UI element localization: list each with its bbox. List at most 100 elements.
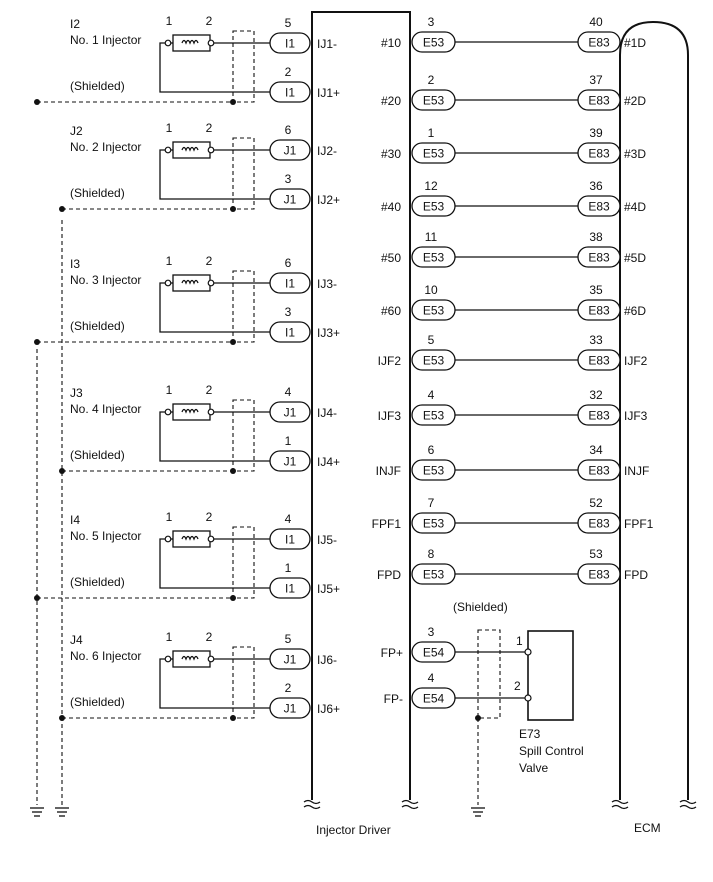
- driver-connector-pin: 11: [425, 230, 438, 244]
- driver-signal-label: IJF2: [378, 354, 402, 368]
- injector-return-wire: [159, 149, 270, 200]
- injector-connector-pin: 1: [285, 561, 292, 575]
- driver-connector-pin: 5: [428, 333, 435, 347]
- ecm-signal-label: FPF1: [624, 517, 654, 531]
- ecm-connector-pin: 40: [589, 15, 603, 29]
- ecm-connector-pin: 52: [589, 496, 603, 510]
- injector-coil-box: [172, 34, 211, 52]
- injector-name: No. 4 Injector: [70, 402, 141, 416]
- driver-signal-label: FPF1: [372, 517, 402, 531]
- ecm-connector-pin: 36: [589, 179, 603, 193]
- driver-connector: [411, 142, 456, 164]
- injector-coil-box: [172, 141, 211, 159]
- driver-terminal-label: IJ1+: [317, 86, 340, 100]
- drain-junction: [34, 339, 40, 345]
- injector-return-wire: [159, 538, 270, 589]
- driver-terminal-label: IJ1-: [317, 37, 337, 51]
- driver-break-mark-left: [303, 799, 321, 810]
- spill-valve-body: [527, 630, 574, 721]
- injector-terminal-1: [164, 408, 172, 416]
- injector-pin-1: 1: [166, 510, 173, 524]
- injector-pin-2: 2: [206, 630, 213, 644]
- injector-terminal-1: [164, 535, 172, 543]
- driver-connector-pin: 1: [428, 126, 435, 140]
- injector-connector: [269, 139, 311, 161]
- fp-minus-pin: 4: [428, 671, 435, 685]
- injector-pin-2: 2: [206, 121, 213, 135]
- shield-box: [232, 399, 255, 472]
- injector-pin-1: 1: [166, 121, 173, 135]
- driver-terminal-label: IJ6-: [317, 653, 337, 667]
- driver-connector: [411, 299, 456, 321]
- fp-plus-label: FP+: [381, 646, 403, 660]
- ecm-signal-label: #1D: [624, 36, 646, 50]
- injector-coil-box: [172, 403, 211, 421]
- spill-valve-name-1: Spill Control: [519, 744, 584, 758]
- spill-valve-name-2: Valve: [519, 761, 548, 775]
- fp-plus-pin: 3: [428, 625, 435, 639]
- ecm-label: ECM: [634, 821, 661, 835]
- driver-connector-label: E53: [423, 147, 445, 161]
- injector-connector-label: J1: [284, 193, 297, 207]
- injector-connector-pin: 2: [285, 65, 292, 79]
- injector-name: No. 3 Injector: [70, 273, 141, 287]
- driver-signal-label: INJF: [376, 464, 401, 478]
- fp-plus-connector: [411, 641, 456, 663]
- driver-connector-pin: 10: [424, 283, 438, 297]
- driver-connector: [411, 89, 456, 111]
- injector-pin-2: 2: [206, 383, 213, 397]
- injector-name: No. 6 Injector: [70, 649, 141, 663]
- shield-junction: [230, 715, 236, 721]
- shield-box: [232, 137, 255, 210]
- injector-terminal-2: [207, 535, 215, 543]
- driver-terminal-label: IJ2+: [317, 193, 340, 207]
- spill-shield-label: (Shielded): [453, 600, 508, 614]
- ecm-connector: [577, 142, 621, 164]
- injector-id: I4: [70, 513, 80, 527]
- spill-valve-id: E73: [519, 727, 541, 741]
- driver-connector-label: E53: [423, 94, 445, 108]
- injector-return-wire: [159, 282, 270, 333]
- shield-box: [232, 30, 255, 103]
- injector-connector-label: J1: [284, 702, 297, 716]
- injector-connector: [269, 81, 311, 103]
- injector-id: J3: [70, 386, 83, 400]
- injector-connector-label: I1: [285, 37, 295, 51]
- injector-connector-pin: 4: [285, 512, 292, 526]
- ecm-connector: [577, 459, 621, 481]
- ecm-connector: [577, 563, 621, 585]
- ecm-connector-label: E83: [588, 517, 610, 531]
- shield-label: (Shielded): [70, 448, 125, 462]
- injector-pin-1: 1: [166, 630, 173, 644]
- drain-junction: [34, 99, 40, 105]
- driver-connector-label: E53: [423, 464, 445, 478]
- driver-connector-label: E53: [423, 36, 445, 50]
- ecm-connector-pin: 37: [589, 73, 603, 87]
- injector-connector-label: I1: [285, 326, 295, 340]
- ecm-connector-label: E83: [588, 568, 610, 582]
- injector-coil-box: [172, 530, 211, 548]
- injector-connector-label: J1: [284, 653, 297, 667]
- ecm-block: [619, 20, 689, 800]
- injector-terminal-2: [207, 146, 215, 154]
- ecm-signal-label: #5D: [624, 251, 646, 265]
- shield-box: [232, 526, 255, 599]
- drain-junction: [59, 468, 65, 474]
- ecm-connector: [577, 404, 621, 426]
- driver-connector-pin: 7: [428, 496, 435, 510]
- ecm-signal-label: #4D: [624, 200, 646, 214]
- injector-connector-pin: 5: [285, 16, 292, 30]
- injector-connector-label: J1: [284, 406, 297, 420]
- driver-signal-label: #60: [381, 304, 401, 318]
- ecm-connector: [577, 299, 621, 321]
- driver-connector: [411, 512, 456, 534]
- ground-icon: [30, 807, 44, 817]
- injector-connector-pin: 2: [285, 681, 292, 695]
